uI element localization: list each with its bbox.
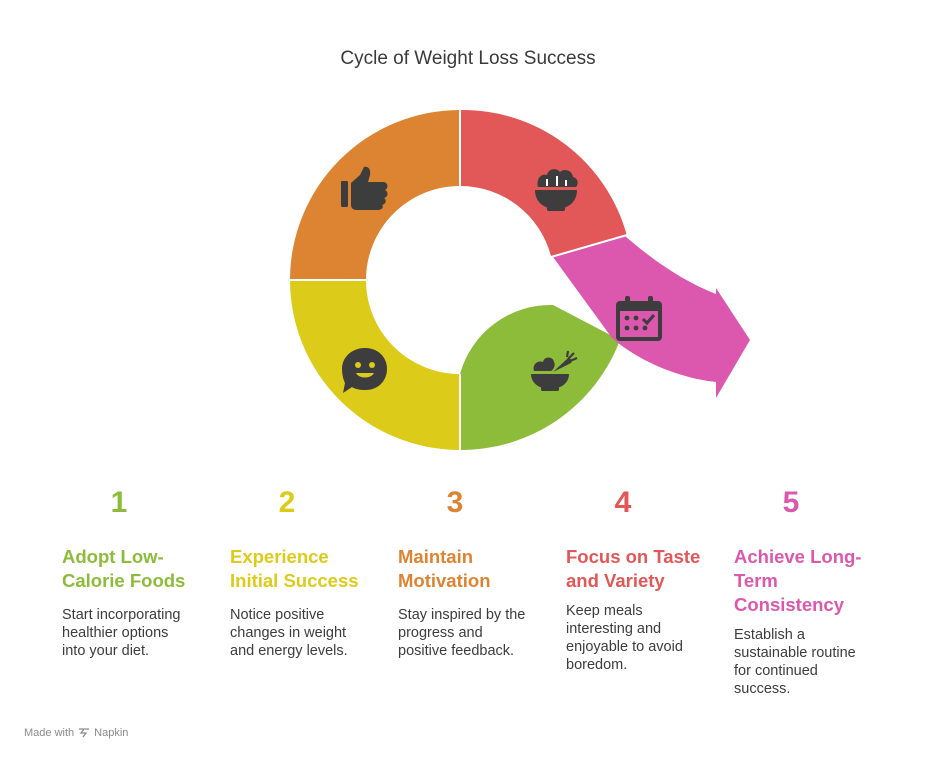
bowl-salad-icon	[535, 169, 578, 211]
step-desc-line: success.	[734, 681, 791, 697]
step-title-line: Consistency	[734, 594, 845, 615]
step-description: Notice positive changes in weight and en…	[230, 606, 402, 660]
step-desc-line: and energy levels.	[230, 643, 348, 659]
step-title: Achieve Long- Term Consistency	[734, 545, 906, 617]
step-4: 4 Focus on Taste and Variety Keep meals …	[566, 486, 738, 674]
step-desc-line: Establish a	[734, 627, 805, 643]
step-title-line: Adopt Low-	[62, 546, 164, 567]
step-number: 2	[278, 486, 296, 519]
step-description: Stay inspired by the progress and positi…	[398, 606, 570, 660]
step-title-line: Achieve Long-	[734, 546, 862, 567]
step-desc-line: Start incorporating	[62, 607, 181, 623]
step-desc-line: enjoyable to avoid	[566, 639, 683, 655]
step-desc-line: progress and	[398, 625, 483, 641]
step-1: 1 Adopt Low- Calorie Foods Start incorpo…	[62, 486, 234, 660]
step-2: 2 Experience Initial Success Notice posi…	[230, 486, 402, 660]
step-number: 3	[446, 486, 464, 519]
step-title: Adopt Low- Calorie Foods	[62, 545, 234, 593]
bowl-carrot-icon	[531, 350, 578, 391]
smiley-chat-icon	[342, 348, 387, 393]
step-desc-line: into your diet.	[62, 643, 150, 659]
step-desc-line: sustainable routine	[734, 645, 856, 661]
step-description: Start incorporating healthier options in…	[62, 606, 234, 660]
step-desc-line: Notice positive	[230, 607, 325, 623]
step-title-line: Experience	[230, 546, 329, 567]
step-number: 4	[614, 486, 632, 519]
thumbs-up-icon	[341, 166, 388, 210]
step-title-line: Term	[734, 570, 778, 591]
step-title-line: Maintain	[398, 546, 474, 567]
step-title: Maintain Motivation	[398, 545, 570, 593]
divider-right-upper	[550, 234, 628, 258]
step-title: Experience Initial Success	[230, 545, 402, 593]
step-5: 5 Achieve Long- Term Consistency Establi…	[734, 486, 906, 698]
step-number: 5	[782, 486, 800, 519]
napkin-logo-icon	[79, 728, 90, 738]
diagram-title: Cycle of Weight Loss Success	[340, 48, 596, 69]
step-description: Establish a sustainable routine for cont…	[734, 626, 906, 698]
step-number: 1	[110, 486, 128, 519]
step-title-line: Motivation	[398, 570, 491, 591]
step-desc-line: boredom.	[566, 657, 628, 673]
calendar-icon	[616, 296, 662, 341]
footer-made-with: Made with	[24, 727, 75, 739]
step-title-line: Calorie Foods	[62, 570, 186, 591]
step-desc-line: Keep meals	[566, 603, 643, 619]
step-desc-line: changes in weight	[230, 625, 347, 641]
step-title-line: and Variety	[566, 570, 665, 591]
step-desc-line: Stay inspired by the	[398, 607, 526, 623]
step-title-line: Initial Success	[230, 570, 359, 591]
step-description: Keep meals interesting and enjoyable to …	[566, 602, 738, 674]
footer-brand: Napkin	[94, 727, 129, 739]
cycle-diagram	[288, 108, 750, 452]
step-desc-line: healthier options	[62, 625, 169, 641]
step-desc-line: for continued	[734, 663, 818, 679]
step-desc-line: interesting and	[566, 621, 662, 637]
footer-attribution: Made with Napkin	[24, 727, 128, 739]
step-3: 3 Maintain Motivation Stay inspired by t…	[398, 486, 570, 660]
step-desc-line: positive feedback.	[398, 643, 515, 659]
step-title-line: Focus on Taste	[566, 546, 701, 567]
step-title: Focus on Taste and Variety	[566, 545, 738, 593]
